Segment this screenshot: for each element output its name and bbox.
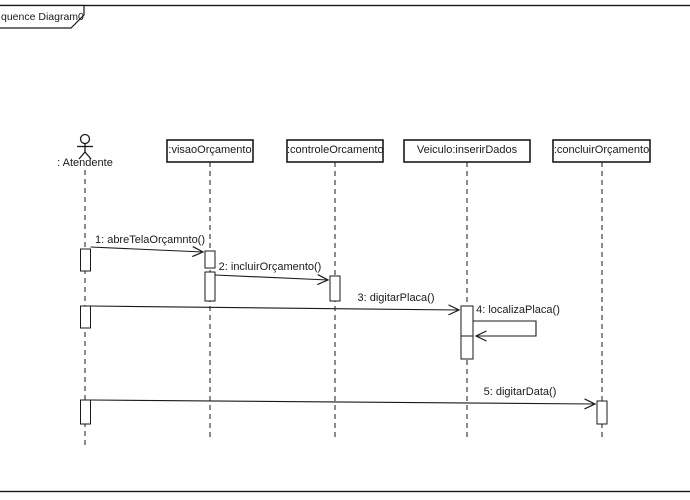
actor-head xyxy=(79,133,91,145)
activation-veiculo-msg4[interactable] xyxy=(460,335,474,360)
head-label-veiculo-inserir-dados[interactable]: Veiculo:inserirDados xyxy=(416,144,518,156)
actor-label[interactable]: : Atendente xyxy=(57,157,113,169)
message-2-incluirOrcamento[interactable] xyxy=(214,274,330,286)
message-4-localizaPlaca-self[interactable] xyxy=(473,320,537,342)
head-label-controle-orcamento[interactable]: :controleOrcamento xyxy=(287,144,384,156)
message-3-label[interactable]: 3: digitarPlaca() xyxy=(357,292,435,304)
message-3-digitarPlaca[interactable] xyxy=(90,304,461,316)
head-label-concluir-orcamento[interactable]: :concluirOrçamento xyxy=(553,144,650,156)
diagram-frame-tab[interactable] xyxy=(0,4,85,29)
head-label-visao-orcamento[interactable]: :visaoOrçamento xyxy=(168,144,252,156)
activation-visao-msg2[interactable] xyxy=(204,271,216,302)
frame-tab-label[interactable]: quence Diagram0 xyxy=(1,11,84,23)
activation-concluir-msg5[interactable] xyxy=(596,400,608,425)
message-4-label[interactable]: 4: localizaPlaca() xyxy=(476,304,560,316)
head-box-concluir-orcamento[interactable] xyxy=(552,139,651,163)
activation-atendente-msg5[interactable] xyxy=(80,399,91,425)
message-5-digitarData[interactable] xyxy=(90,398,597,410)
message-1-label[interactable]: 1: abreTelaOrçamnto() xyxy=(94,234,206,246)
head-box-veiculo-inserir-dados[interactable] xyxy=(403,139,531,163)
activation-atendente-msg3[interactable] xyxy=(80,305,91,329)
message-5-label[interactable]: 5: digitarData() xyxy=(483,386,557,398)
actor-leg-left xyxy=(78,151,86,160)
actor-leg-right xyxy=(84,151,92,160)
message-2-label[interactable]: 2: incluirOrçamento() xyxy=(218,261,322,273)
message-1-abreTelaOrcamnto[interactable] xyxy=(90,246,205,258)
actor-figure[interactable] xyxy=(77,133,93,160)
diagram-frame-border xyxy=(0,4,690,493)
activation-atendente-msg1[interactable] xyxy=(80,248,91,272)
activation-visao-msg1[interactable] xyxy=(204,250,216,269)
activation-controle-msg2[interactable] xyxy=(329,275,341,302)
head-box-visao-orcamento[interactable] xyxy=(166,139,254,163)
head-box-controle-orcamento[interactable] xyxy=(286,139,384,163)
